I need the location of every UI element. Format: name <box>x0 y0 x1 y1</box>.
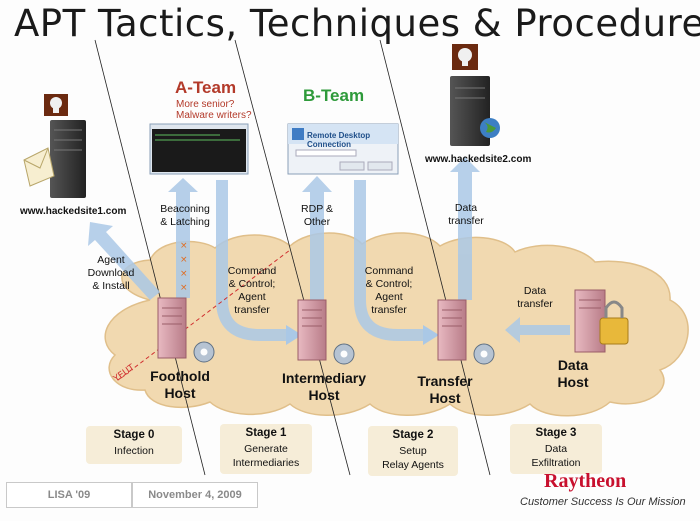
footer-date: November 4, 2009 <box>132 482 258 508</box>
transfer-server <box>437 299 467 361</box>
svg-text:×: × <box>180 241 188 251</box>
flow-beaconing: Beaconing& Latching <box>160 203 210 228</box>
a-team-label: A-Team <box>175 78 237 97</box>
site2-url: www.hackedsite2.com <box>425 154 532 165</box>
hacked-server-1 <box>23 94 86 198</box>
divider-line-2 <box>234 39 351 476</box>
arrow-data-in <box>505 317 570 343</box>
page-title: APT Tactics, Techniques & Procedures <box>14 2 700 45</box>
svg-text:×: × <box>180 269 188 279</box>
brand-logo: Raytheon <box>544 470 627 492</box>
brand-tagline: Customer Success Is Our Mission <box>520 496 686 508</box>
arrow-cc-2 <box>354 180 425 341</box>
terminal-window <box>149 123 249 175</box>
svg-text:×: × <box>180 283 188 293</box>
flow-rdp: RDP &Other <box>301 203 333 228</box>
footer-venue: LISA '09 <box>6 482 132 508</box>
arrow-beaconing <box>168 178 198 298</box>
network-cloud <box>104 232 689 417</box>
a-team-note-1: More senior? <box>176 99 235 110</box>
arrow-cc-1 <box>216 180 288 341</box>
red-dashed-line <box>117 249 291 381</box>
hacked-server-2 <box>450 44 500 146</box>
rdp-window-title-2: Connection <box>307 140 351 149</box>
site1-url: www.hackedsite1.com <box>20 206 127 217</box>
foothold-server <box>157 297 187 359</box>
divider-line-3 <box>379 39 491 476</box>
svg-text:×: × <box>180 255 188 265</box>
data-server <box>574 289 629 353</box>
rdp-window-title-1: Remote Desktop <box>307 131 371 140</box>
arrow-rdp <box>302 176 332 300</box>
a-team-note-2: Malware writers? <box>176 110 252 121</box>
b-team-label: B-Team <box>303 86 365 105</box>
arrow-data-up <box>450 157 480 300</box>
intermediary-server <box>297 299 327 361</box>
rdp-window <box>287 123 399 175</box>
arrow-agent-download <box>88 222 160 300</box>
divider-line-1 <box>94 39 206 476</box>
